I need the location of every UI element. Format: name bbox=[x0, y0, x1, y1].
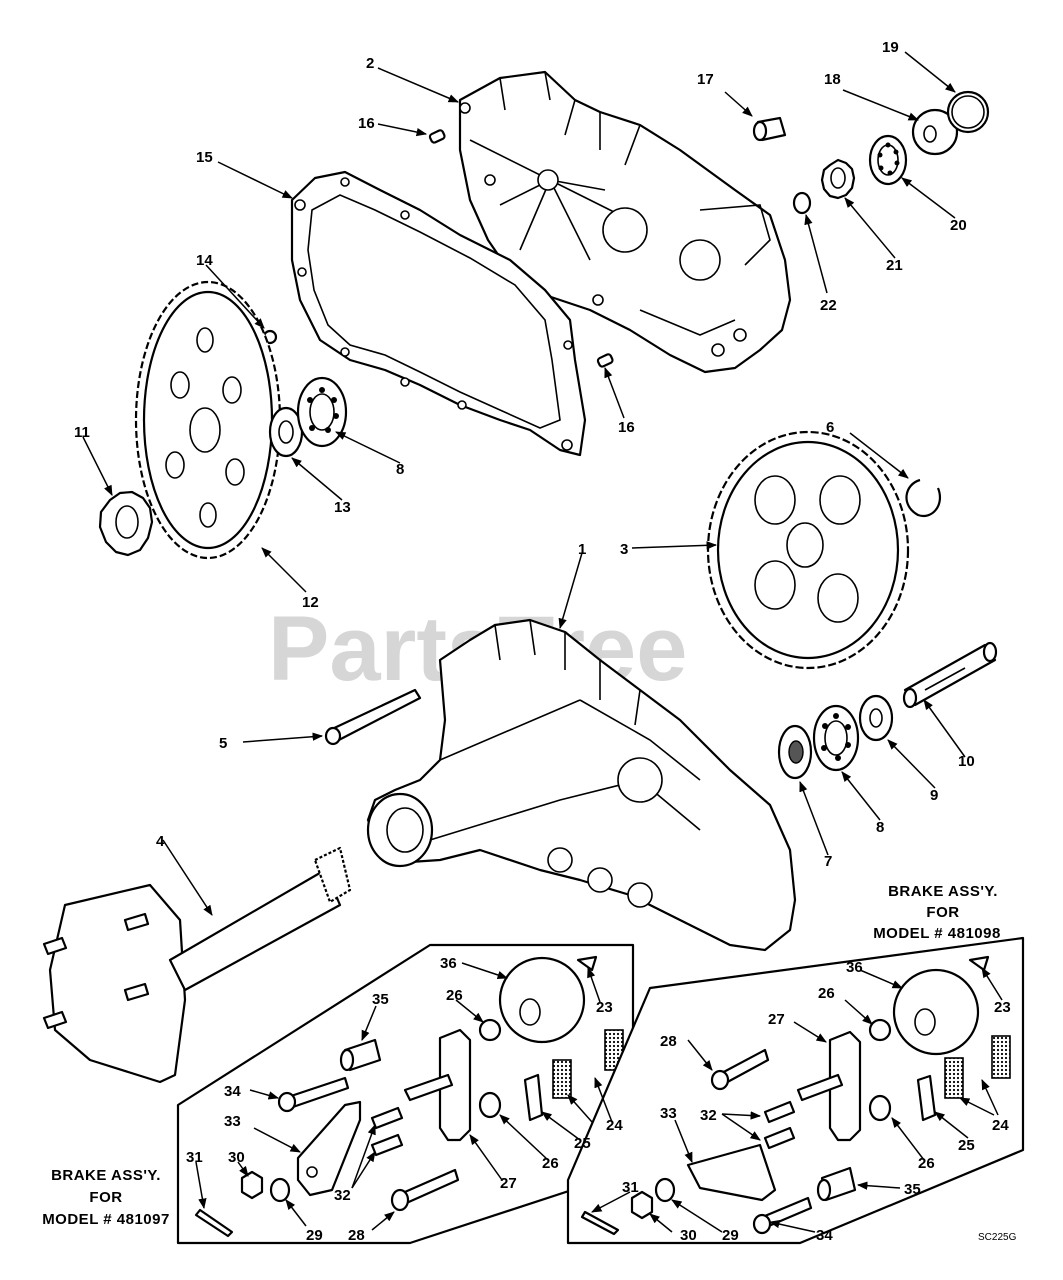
callout-23-left: 23 bbox=[596, 999, 613, 1016]
callout-25-left: 25 bbox=[574, 1135, 591, 1152]
part-6-retaining-ring bbox=[905, 478, 941, 518]
callout-23-right: 23 bbox=[994, 999, 1011, 1016]
callout-31-right: 31 bbox=[622, 1179, 639, 1196]
part-13-washer bbox=[268, 406, 304, 458]
callout-12: 12 bbox=[302, 594, 319, 611]
callout-6: 6 bbox=[826, 419, 834, 436]
callout-26-left-top: 26 bbox=[446, 987, 463, 1004]
callout-34-right: 34 bbox=[816, 1227, 833, 1244]
callout-4: 4 bbox=[156, 833, 165, 850]
part-9-washer bbox=[858, 694, 894, 742]
callout-17: 17 bbox=[697, 71, 714, 88]
caption-brake-left: BRAKE ASS'Y. FOR MODEL # 481097 bbox=[42, 1167, 170, 1228]
callout-36-right: 36 bbox=[846, 959, 863, 976]
callout-26-right-bottom: 26 bbox=[918, 1155, 935, 1172]
brake-box-right bbox=[566, 936, 1025, 1245]
callout-2: 2 bbox=[366, 55, 374, 72]
callout-27-right: 27 bbox=[768, 1011, 785, 1028]
callout-18: 18 bbox=[824, 71, 841, 88]
drawing-code: SC225G bbox=[978, 1232, 1017, 1243]
callout-29-right: 29 bbox=[722, 1227, 739, 1244]
part-15-gasket bbox=[290, 170, 587, 457]
part-1-lower-case bbox=[366, 618, 797, 952]
part-21-pinion-gear bbox=[820, 158, 856, 200]
part-8-bearing-lower bbox=[812, 704, 860, 772]
callout-11: 11 bbox=[74, 424, 90, 441]
part-10-shaft bbox=[902, 641, 998, 709]
callout-36-left: 36 bbox=[440, 955, 457, 972]
callout-9: 9 bbox=[930, 787, 938, 804]
part-12-large-gear bbox=[134, 280, 282, 560]
callout-35-left: 35 bbox=[372, 991, 389, 1008]
part-19-snap-ring bbox=[946, 90, 990, 134]
callout-7: 7 bbox=[824, 853, 832, 870]
part-18-washer bbox=[911, 108, 959, 156]
callout-8-upper: 8 bbox=[396, 461, 404, 478]
part-17-bushing bbox=[752, 116, 787, 142]
part-20-bearing bbox=[868, 134, 908, 186]
callout-19: 19 bbox=[882, 39, 899, 56]
callout-16-bottom: 16 bbox=[618, 419, 635, 436]
caption-brake-right: BRAKE ASS'Y. FOR MODEL # 481098 bbox=[873, 883, 1001, 942]
callout-26-left-bottom: 26 bbox=[542, 1155, 559, 1172]
caption-left-line2: FOR bbox=[89, 1189, 122, 1206]
callout-31-left: 31 bbox=[186, 1149, 203, 1166]
callout-25-right: 25 bbox=[958, 1137, 975, 1154]
callout-22: 22 bbox=[820, 297, 837, 314]
callout-8-lower: 8 bbox=[876, 819, 884, 836]
caption-right-line2: FOR bbox=[926, 904, 959, 921]
part-16-dowel-pins bbox=[428, 129, 614, 368]
callout-32-right: 32 bbox=[700, 1107, 717, 1124]
callout-30-right: 30 bbox=[680, 1227, 697, 1244]
callout-15: 15 bbox=[196, 149, 213, 166]
callout-24-right: 24 bbox=[992, 1117, 1009, 1134]
callout-28-left: 28 bbox=[348, 1227, 365, 1244]
part-11-small-gear bbox=[98, 490, 154, 557]
callout-35-right: 35 bbox=[904, 1181, 921, 1198]
callout-28-right: 28 bbox=[660, 1033, 677, 1050]
callout-26-right-top: 26 bbox=[818, 985, 835, 1002]
callout-1: 1 bbox=[578, 541, 586, 558]
callout-32-left: 32 bbox=[334, 1187, 351, 1204]
callout-29-left: 29 bbox=[306, 1227, 323, 1244]
callout-33-right: 33 bbox=[660, 1105, 677, 1122]
caption-left-line1: BRAKE ASS'Y. bbox=[51, 1167, 161, 1184]
callout-16-top: 16 bbox=[358, 115, 375, 132]
callout-20: 20 bbox=[950, 217, 967, 234]
callout-3: 3 bbox=[620, 541, 628, 558]
callout-5: 5 bbox=[219, 735, 227, 752]
part-3-large-gear bbox=[706, 430, 910, 670]
callout-30-left: 30 bbox=[228, 1149, 245, 1166]
caption-right-line1: BRAKE ASS'Y. bbox=[888, 883, 998, 900]
leader-lines bbox=[82, 51, 1003, 1233]
callout-10: 10 bbox=[958, 753, 975, 770]
part-8-bearing-upper bbox=[296, 376, 348, 448]
callout-33-left: 33 bbox=[224, 1113, 241, 1130]
part-4-axle bbox=[42, 846, 352, 1084]
callout-13: 13 bbox=[334, 499, 351, 516]
part-22-washer bbox=[792, 191, 812, 215]
callout-34-left: 34 bbox=[224, 1083, 241, 1100]
callout-24-left: 24 bbox=[606, 1117, 623, 1134]
part-7-seal bbox=[777, 724, 813, 780]
brake-box-left bbox=[176, 943, 635, 1245]
callout-27-left: 27 bbox=[500, 1175, 517, 1192]
part-5-shaft-pin bbox=[324, 688, 422, 746]
caption-right-line3: MODEL # 481098 bbox=[873, 925, 1001, 942]
callout-labels: 2 16 15 14 17 18 19 20 21 22 16 8 13 11 … bbox=[74, 39, 1011, 1244]
callout-21: 21 bbox=[886, 257, 903, 274]
caption-left-line3: MODEL # 481097 bbox=[42, 1211, 170, 1228]
callout-14: 14 bbox=[196, 252, 213, 269]
